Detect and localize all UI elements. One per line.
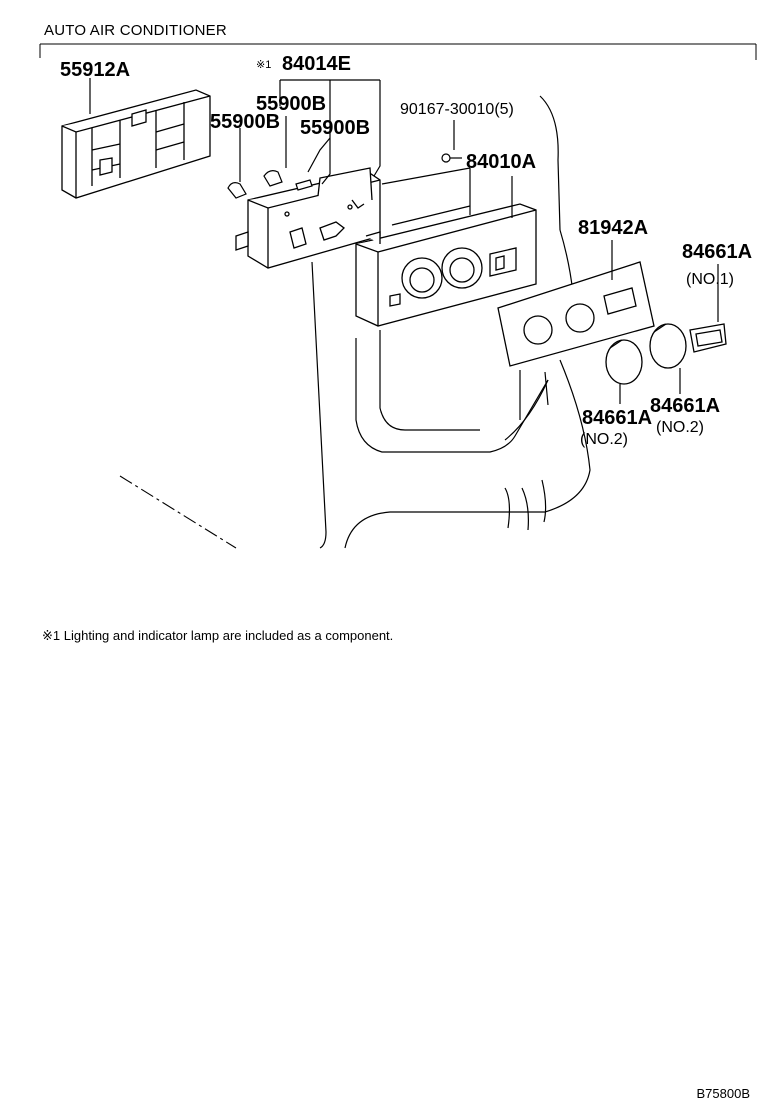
- label-84661a-left: 84661A: [582, 407, 652, 429]
- part-84010a-control-assembly: [355, 203, 537, 327]
- label-84014e: 84014E: [282, 53, 351, 75]
- leader-lines: [89, 78, 719, 404]
- label-84661a-right: 84661A: [650, 395, 720, 417]
- label-84661a-no1: 84661A: [682, 241, 752, 263]
- label-84014e-marker: ※1: [256, 59, 271, 71]
- footnote: ※1 Lighting and indicator lamp are inclu…: [42, 628, 394, 643]
- part-81942a-face-plate: [497, 261, 655, 367]
- label-81942a: 81942A: [578, 217, 648, 239]
- dashboard-outline: [311, 95, 591, 549]
- label-84661a-right-sub: (NO.2): [656, 419, 704, 436]
- label-84661a-left-sub: (NO.2): [580, 431, 628, 448]
- part-84661a-knobs: [605, 323, 727, 385]
- part-90167-screw: [441, 153, 462, 163]
- label-55900b-top: 55900B: [256, 93, 326, 115]
- label-55912a: 55912A: [60, 59, 130, 81]
- label-90167: 90167-30010(5): [400, 101, 514, 118]
- label-55900b-left: 55900B: [210, 111, 280, 133]
- title-frame: [39, 43, 757, 60]
- label-84661a-no1-sub: (NO.1): [686, 271, 734, 288]
- label-55900b-right: 55900B: [300, 117, 370, 139]
- cut-line: [119, 475, 237, 549]
- part-55912a-bracket: [61, 89, 211, 199]
- label-84010a: 84010A: [466, 151, 536, 173]
- drawing-code: B75800B: [696, 1086, 751, 1101]
- diagram-title: AUTO AIR CONDITIONER: [44, 22, 227, 39]
- part-55900b-bulbs: [227, 170, 313, 199]
